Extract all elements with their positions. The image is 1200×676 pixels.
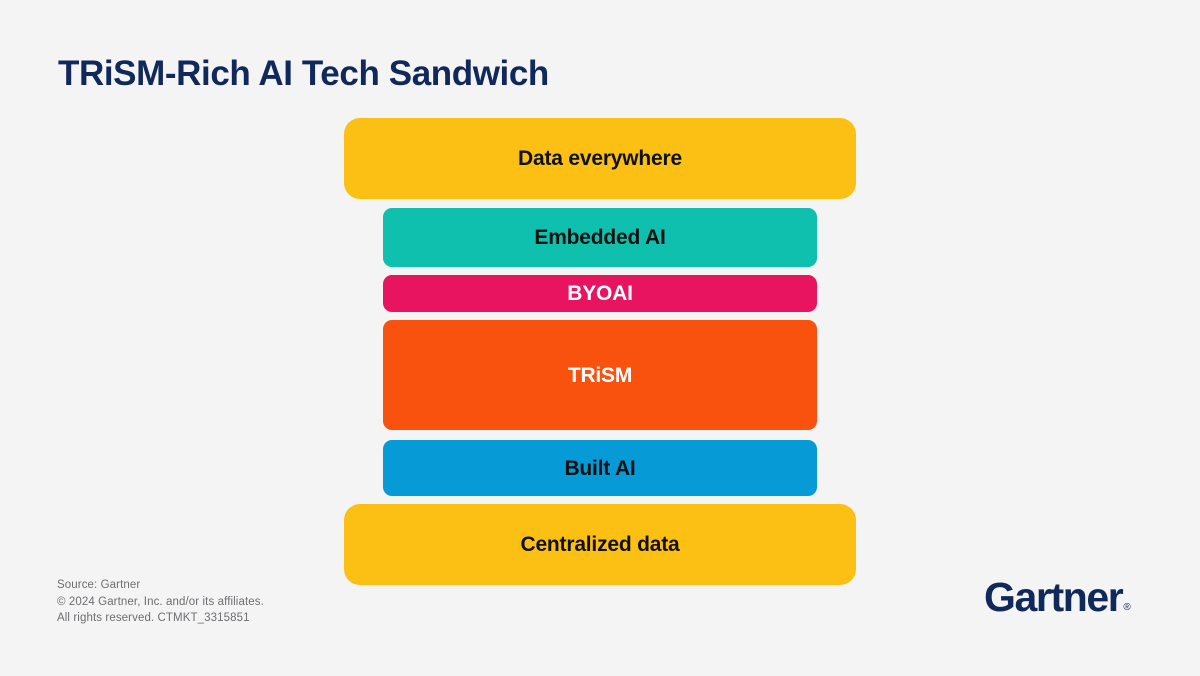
layer-embedded-ai[interactable]: Embedded AI: [383, 208, 817, 267]
layer-trism[interactable]: TRiSM: [383, 320, 817, 430]
layer-label-data-everywhere: Data everywhere: [518, 147, 682, 170]
layer-byoai[interactable]: BYOAI: [383, 275, 817, 312]
layer-label-byoai: BYOAI: [567, 282, 633, 305]
layer-built-ai[interactable]: Built AI: [383, 440, 817, 496]
layer-data-everywhere[interactable]: Data everywhere: [344, 118, 856, 199]
layer-label-built-ai: Built AI: [564, 456, 636, 480]
footer-copyright-line: © 2024 Gartner, Inc. and/or its affiliat…: [57, 595, 264, 608]
gartner-logo: Gartner ®: [984, 576, 1131, 618]
page-title: TRiSM-Rich AI Tech Sandwich: [58, 54, 549, 93]
footer-source-line: Source: Gartner: [57, 579, 141, 591]
footer-rights-line: All rights reserved. CTMKT_3315851: [57, 612, 250, 624]
gartner-wordmark: Gartner: [984, 574, 1124, 620]
layer-label-embedded-ai: Embedded AI: [534, 226, 666, 249]
layer-label-trism: TRiSM: [567, 363, 633, 387]
registered-trademark-icon: ®: [1123, 602, 1131, 613]
footer-attribution: Source: Gartner © 2024 Gartner, Inc. and…: [57, 577, 264, 627]
layer-label-centralized-data: Centralized data: [520, 533, 680, 556]
layer-centralized-data[interactable]: Centralized data: [344, 504, 856, 585]
